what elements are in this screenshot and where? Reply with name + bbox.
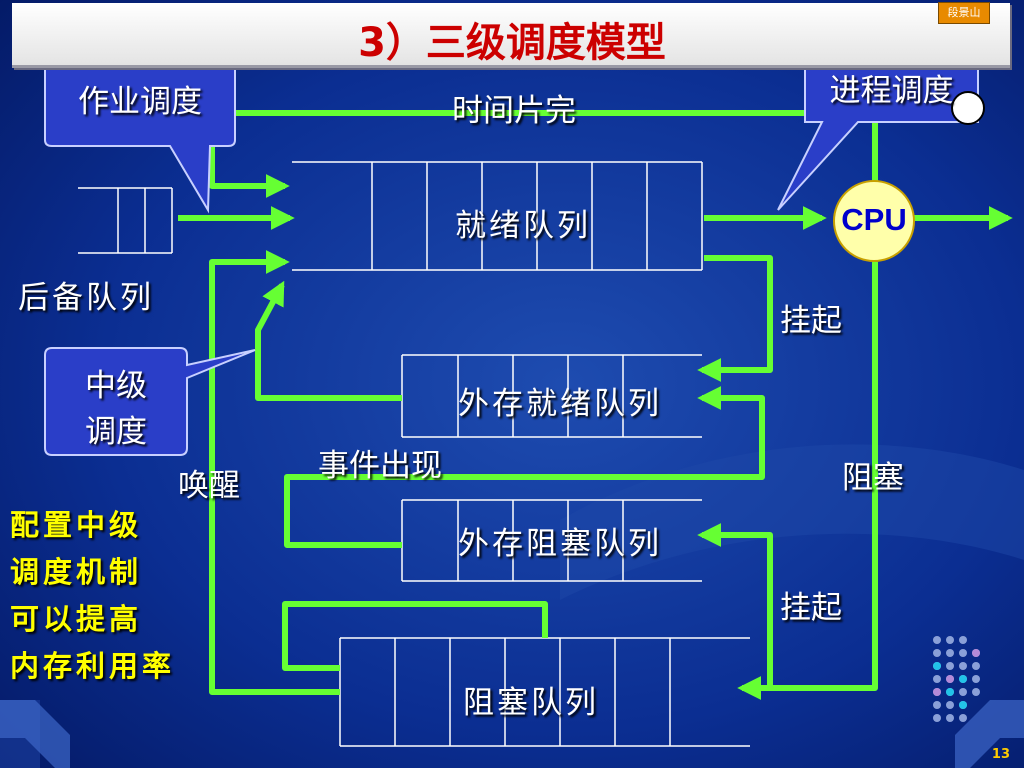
backup-queue-shape xyxy=(78,187,173,254)
medium-scheduling-line1: 中级 xyxy=(85,368,147,404)
process-scheduling-label: 进程调度 xyxy=(829,73,954,109)
dot-grid-decoration xyxy=(933,636,980,722)
note-line-1: 配置中级 xyxy=(10,508,143,542)
flow-arrows xyxy=(178,110,1013,700)
callout-medium-scheduling xyxy=(44,347,256,456)
page-number: 13 xyxy=(991,747,1010,762)
time-slice-over-label: 时间片完 xyxy=(452,93,576,129)
note-line-2: 调度机制 xyxy=(10,555,143,589)
ext-blocked-queue-shape xyxy=(401,499,702,582)
ext-ready-queue-label: 外存就绪队列 xyxy=(458,386,662,422)
ready-queue-shape xyxy=(292,161,703,271)
wakeup-label: 唤醒 xyxy=(178,468,240,504)
medium-scheduling-line2: 调度 xyxy=(85,414,147,450)
ext-ready-queue-shape xyxy=(401,354,702,438)
cpu-circle xyxy=(833,180,915,262)
blocked-queue-label: 阻塞队列 xyxy=(463,685,599,721)
cpu-label: CPU xyxy=(841,202,907,237)
blocked-queue-shape xyxy=(339,637,750,747)
author-badge: 段景山 xyxy=(938,2,990,24)
memory-utilization-note: 配置中级 调度机制 可以提高 内存利用率 xyxy=(10,502,210,690)
slide-title: 3）三级调度模型 xyxy=(358,20,666,66)
ready-queue-label: 就绪队列 xyxy=(455,208,591,244)
backup-queue-label: 后备队列 xyxy=(18,280,154,316)
suspend-bottom-label: 挂起 xyxy=(780,590,842,626)
suspend-top-label: 挂起 xyxy=(780,303,842,339)
event-occurs-label: 事件出现 xyxy=(318,448,442,484)
note-line-3: 可以提高 xyxy=(10,602,143,636)
ext-blocked-queue-label: 外存阻塞队列 xyxy=(458,526,662,562)
block-label: 阻塞 xyxy=(842,460,904,496)
job-scheduling-label: 作业调度 xyxy=(78,84,202,120)
title-bar xyxy=(12,3,1010,68)
note-line-4: 内存利用率 xyxy=(10,649,176,683)
